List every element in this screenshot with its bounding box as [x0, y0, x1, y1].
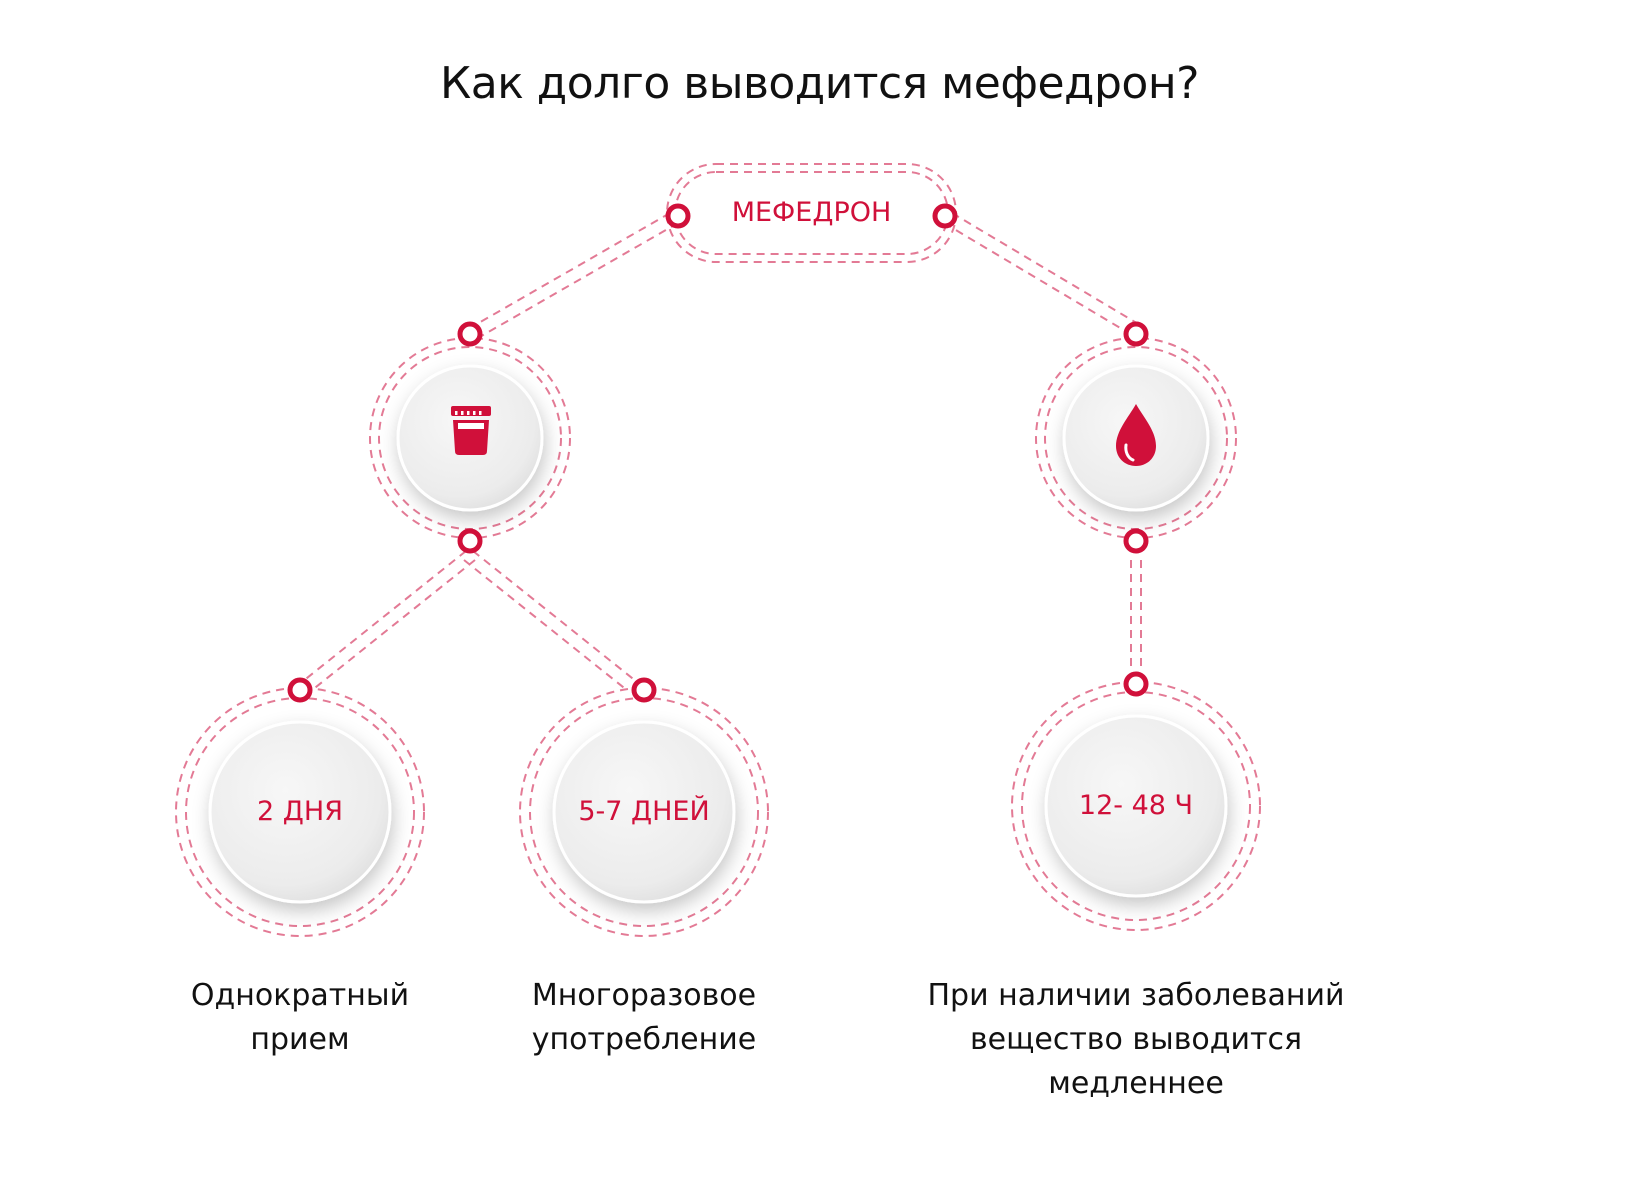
connector-right-leaf3 [1130, 560, 1142, 672]
dot-left-bottom [457, 528, 483, 554]
root-label: МЕФЕДРОН [731, 197, 892, 228]
leaf-value-3: 12- 48 Ч [1078, 790, 1194, 821]
connector-root-right [943, 212, 1141, 336]
leaf-caption-3-line-2: вещество выводится [969, 1022, 1303, 1057]
disc-leaf-3 [1044, 714, 1228, 898]
leaf-caption-3-line-3: медленнее [1048, 1066, 1224, 1101]
leaf-caption-1-line-2: прием [250, 1022, 350, 1057]
leaf-value-1: 2 ДНЯ [257, 796, 343, 827]
connector-left-leaf2 [463, 550, 638, 692]
dot-root-left [665, 203, 691, 229]
leaf-caption-2-line-2: употребление [531, 1022, 757, 1057]
leaf-caption-1-line-1: Однократный [190, 978, 410, 1013]
connector-left-leaf1 [301, 550, 476, 692]
urine-test-cup-icon [451, 406, 491, 455]
dot-right-top [1123, 321, 1149, 347]
dot-root-right [932, 203, 958, 229]
dot-leaf-3 [1123, 671, 1149, 697]
dot-left-top [457, 321, 483, 347]
dot-leaf-1 [287, 677, 313, 703]
leaf-value-2: 5-7 ДНЕЙ [578, 796, 710, 827]
leaf-caption-1: Однократный прием [140, 974, 460, 1062]
disc-leaf-2 [552, 720, 736, 904]
connector-root-left [469, 212, 679, 339]
dot-leaf-2 [631, 677, 657, 703]
leaf-caption-2-line-1: Многоразовое [531, 978, 757, 1013]
leaf-caption-3: При наличии заболеваний вещество выводит… [916, 974, 1356, 1106]
leaf-caption-3-line-1: При наличии заболеваний [927, 978, 1345, 1013]
dot-right-bottom [1123, 528, 1149, 554]
leaf-caption-2: Многоразовое употребление [474, 974, 814, 1062]
blood-drop-icon [1116, 404, 1156, 466]
page-title: Как долго выводится мефедрон? [440, 58, 1199, 109]
disc-leaf-1 [208, 720, 392, 904]
